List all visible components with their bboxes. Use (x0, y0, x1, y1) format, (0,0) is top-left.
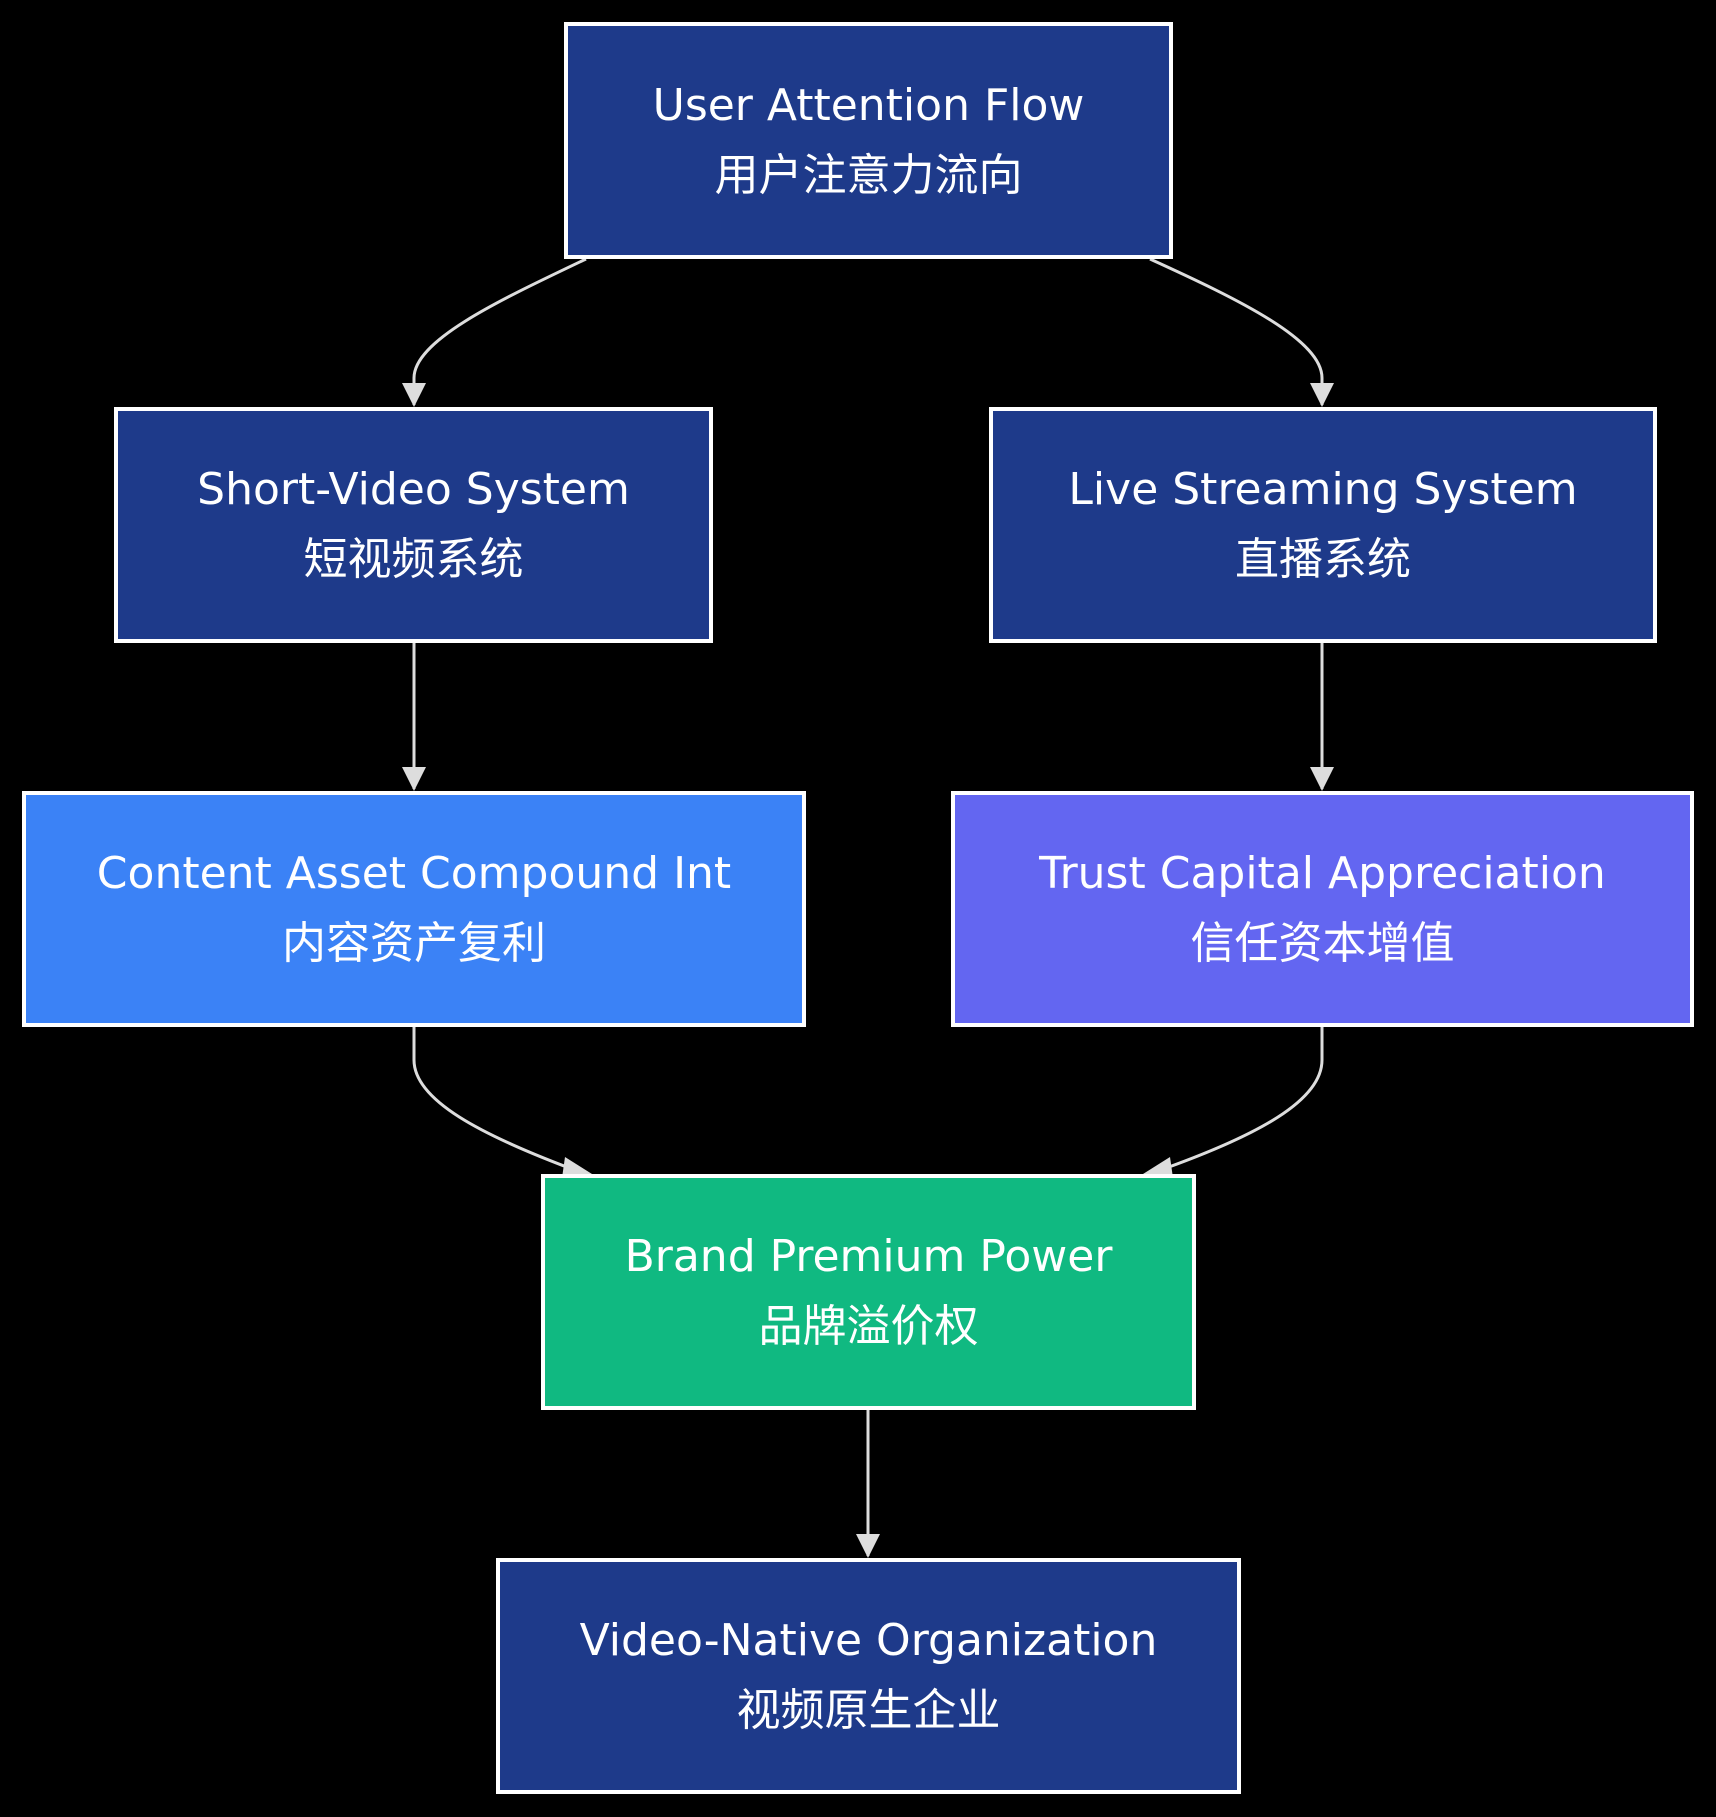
node-label-zh: 信任资本增值 (1190, 918, 1455, 969)
node-label-en: Short-Video System (197, 464, 630, 515)
node-user-attention-flow: User Attention Flow 用户注意力流向 (564, 22, 1173, 259)
node-brand-premium-power: Brand Premium Power 品牌溢价权 (541, 1174, 1196, 1410)
node-trust-capital-appreciation: Trust Capital Appreciation 信任资本增值 (951, 791, 1694, 1027)
arrowhead-short-to-content (402, 767, 426, 791)
node-live-streaming-system: Live Streaming System 直播系统 (989, 407, 1657, 643)
node-label-en: Brand Premium Power (624, 1231, 1113, 1282)
node-label-en: Trust Capital Appreciation (1039, 848, 1606, 899)
node-label-en: Content Asset Compound Int (96, 848, 732, 899)
arrowhead-brand-to-video (856, 1534, 880, 1558)
edge-user-to-live (1149, 257, 1324, 405)
node-label-en: Video-Native Organization (579, 1615, 1158, 1666)
arrowhead-trust-to-brand (1143, 1157, 1173, 1178)
node-label-zh: 短视频系统 (303, 534, 524, 585)
edge-user-to-short (412, 257, 587, 405)
arrowhead-user-to-live (1310, 383, 1334, 407)
node-label-zh: 品牌溢价权 (758, 1301, 979, 1352)
node-label-en: Live Streaming System (1068, 464, 1578, 515)
node-short-video-system: Short-Video System 短视频系统 (114, 407, 713, 643)
node-video-native-organization: Video-Native Organization 视频原生企业 (496, 1558, 1241, 1794)
edge-content-to-brand (412, 1027, 581, 1174)
edge-trust-to-brand (1154, 1027, 1324, 1174)
node-label-en: User Attention Flow (652, 79, 1085, 131)
node-label-zh: 内容资产复利 (282, 918, 546, 969)
arrowhead-live-to-trust (1310, 767, 1334, 791)
node-label-zh: 直播系统 (1235, 534, 1411, 585)
node-content-asset-compound: Content Asset Compound Int 内容资产复利 (22, 791, 806, 1027)
node-label-zh: 视频原生企业 (736, 1685, 1001, 1736)
node-label-zh: 用户注意力流向 (714, 149, 1023, 201)
arrowhead-content-to-brand (562, 1157, 592, 1178)
arrowhead-user-to-short (402, 383, 426, 407)
